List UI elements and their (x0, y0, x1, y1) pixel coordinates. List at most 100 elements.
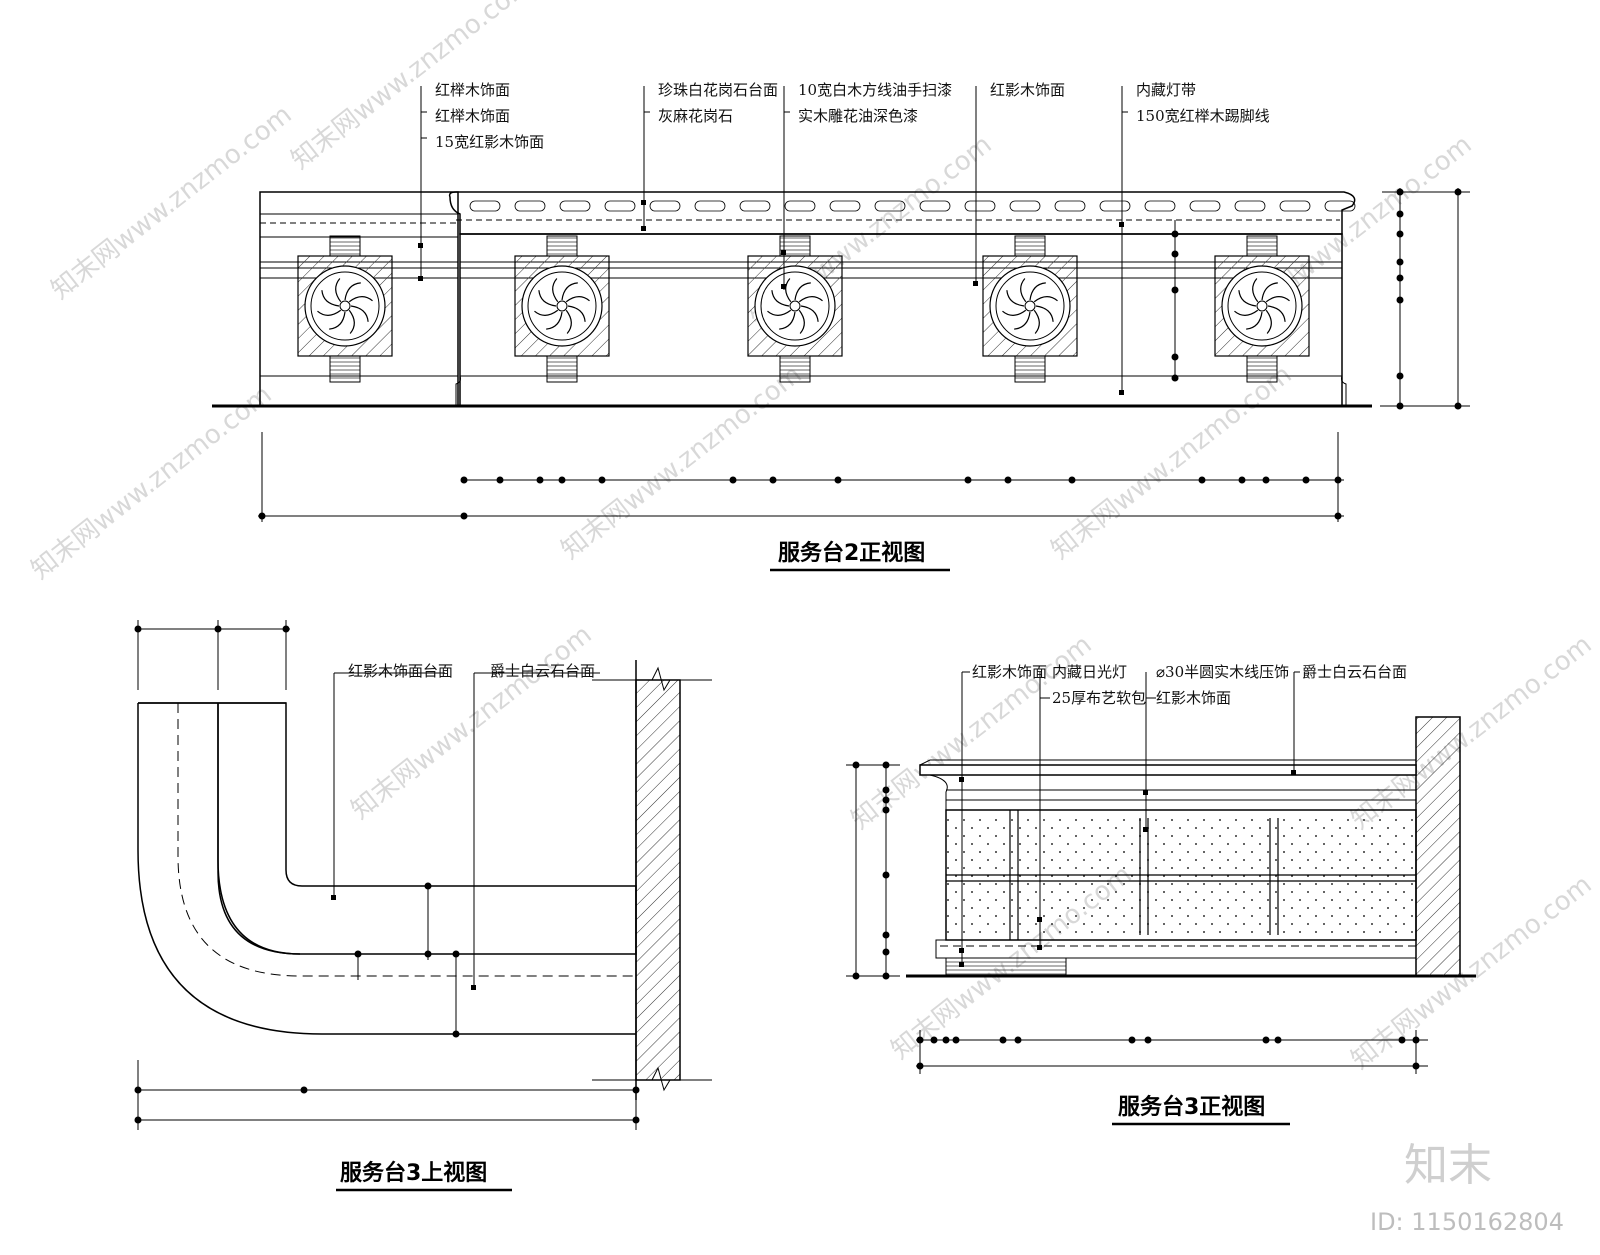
dimension-tick (930, 1036, 938, 1044)
bead-moulding (469, 200, 501, 212)
watermark-text: 知末网www.znzmo.com (346, 620, 598, 826)
dimension-tick (1171, 250, 1179, 258)
dimension-tick (1396, 258, 1404, 266)
carved-medallion-panel (514, 235, 610, 383)
dimension-tick (882, 786, 890, 794)
watermark-text: 知末网www.znzmo.com (556, 360, 808, 566)
dimension-tick (1396, 296, 1404, 304)
dimension-tick (1171, 353, 1179, 361)
dimension-tick (1454, 402, 1462, 410)
front2-label-7: 实木雕花油深色漆 (798, 107, 918, 125)
bead-moulding (919, 200, 951, 212)
dimension-tick (1004, 476, 1012, 484)
dimension-tick (134, 1086, 142, 1094)
dimension-tick (1396, 402, 1404, 410)
bead-moulding (1189, 200, 1221, 212)
front2-label-8: 红影木饰面 (990, 81, 1065, 99)
dimension-tick (258, 512, 266, 520)
dimension-tick (536, 476, 544, 484)
dimension-tick (1396, 372, 1404, 380)
bead-moulding (829, 200, 861, 212)
watermark-text: 知末网www.znzmo.com (1046, 360, 1298, 566)
top3-label-1: 红影木饰面台面 (348, 662, 453, 680)
dimension-tick (1334, 476, 1342, 484)
front3-label-1: 红影木饰面 (972, 663, 1047, 681)
front2-label-2: 红榉木饰面 (435, 107, 510, 125)
bead-moulding (1324, 200, 1356, 212)
dimension-tick (1412, 1062, 1420, 1070)
dimension-tick (882, 761, 890, 769)
front2-title: 服务台2正视图 (778, 540, 925, 566)
dimension-tick (632, 1116, 640, 1124)
carved-medallion-panel (1214, 235, 1310, 383)
dimension-tick (1198, 476, 1206, 484)
bead-moulding (649, 200, 681, 212)
dimension-tick (916, 1036, 924, 1044)
dimension-tick (1396, 210, 1404, 218)
dimension-tick (1262, 1036, 1270, 1044)
dimension-tick (1274, 1036, 1282, 1044)
bead-moulding (559, 200, 591, 212)
front2-label-5: 灰麻花岗石 (658, 107, 733, 125)
bead-moulding (1054, 200, 1086, 212)
dimension-tick (729, 476, 737, 484)
dimension-tick (852, 972, 860, 980)
dimension-tick (882, 931, 890, 939)
dimension-tick (999, 1036, 1007, 1044)
brand-mark: 知末 (1404, 1140, 1492, 1191)
bead-moulding (1009, 200, 1041, 212)
dimension-tick (942, 1036, 950, 1044)
front3-title: 服务台3正视图 (1118, 1094, 1265, 1120)
front2-label-1: 红榉木饰面 (435, 81, 510, 99)
dimension-tick (558, 476, 566, 484)
dimension-tick (354, 950, 362, 958)
dimension-tick (452, 1030, 460, 1038)
front2-label-6: 10宽白木方线油手扫漆 (798, 81, 952, 99)
dimension-tick (1128, 1036, 1136, 1044)
dimension-tick (424, 950, 432, 958)
dimension-tick (282, 625, 290, 633)
dimension-tick (882, 806, 890, 814)
dimension-tick (1454, 188, 1462, 196)
front-view-2: 红榉木饰面 红榉木饰面 15宽红影木饰面 珍珠白花岗石台面 灰麻花岗石 10宽白… (212, 81, 1470, 572)
carved-medallion-panel (297, 235, 393, 383)
bead-moulding (874, 200, 906, 212)
dimension-tick (952, 1036, 960, 1044)
front3-label-6: 爵士白云石台面 (1302, 663, 1407, 681)
dimension-tick (1171, 374, 1179, 382)
dimension-tick (300, 1086, 308, 1094)
dimension-tick (1238, 476, 1246, 484)
top-view-3: 红影木饰面台面 爵士白云石台面 服务台3上视图 (134, 620, 712, 1192)
dimension-tick (496, 476, 504, 484)
dimension-tick (134, 1116, 142, 1124)
dimension-tick (214, 625, 222, 633)
bead-moulding (604, 200, 636, 212)
dimension-tick (1262, 476, 1270, 484)
dimension-tick (1396, 230, 1404, 238)
dimension-tick (460, 476, 468, 484)
dimension-tick (452, 950, 460, 958)
bead-moulding (784, 200, 816, 212)
dimension-tick (1171, 230, 1179, 238)
dimension-tick (1014, 1036, 1022, 1044)
dimension-tick (1398, 1036, 1406, 1044)
dimension-tick (834, 476, 842, 484)
dimension-tick (1396, 188, 1404, 196)
dimension-tick (460, 512, 468, 520)
watermark-text: 知末网www.znzmo.com (1346, 630, 1598, 836)
bead-moulding (1279, 200, 1311, 212)
bead-moulding (1099, 200, 1131, 212)
dimension-tick (134, 625, 142, 633)
dimension-tick (1302, 476, 1310, 484)
dimension-tick (882, 871, 890, 879)
front2-label-4: 珍珠白花岗石台面 (658, 81, 778, 99)
carved-medallion-panel (982, 235, 1078, 383)
image-id-label: ID: 1150162804 (1370, 1208, 1564, 1236)
front2-label-10: 150宽红榉木踢脚线 (1136, 107, 1270, 125)
carved-medallion-panel (747, 235, 843, 383)
front3-label-3: 25厚布艺软包 (1052, 689, 1146, 707)
front2-label-3: 15宽红影木饰面 (435, 133, 544, 151)
dimension-tick (1396, 274, 1404, 282)
bead-moulding (739, 200, 771, 212)
